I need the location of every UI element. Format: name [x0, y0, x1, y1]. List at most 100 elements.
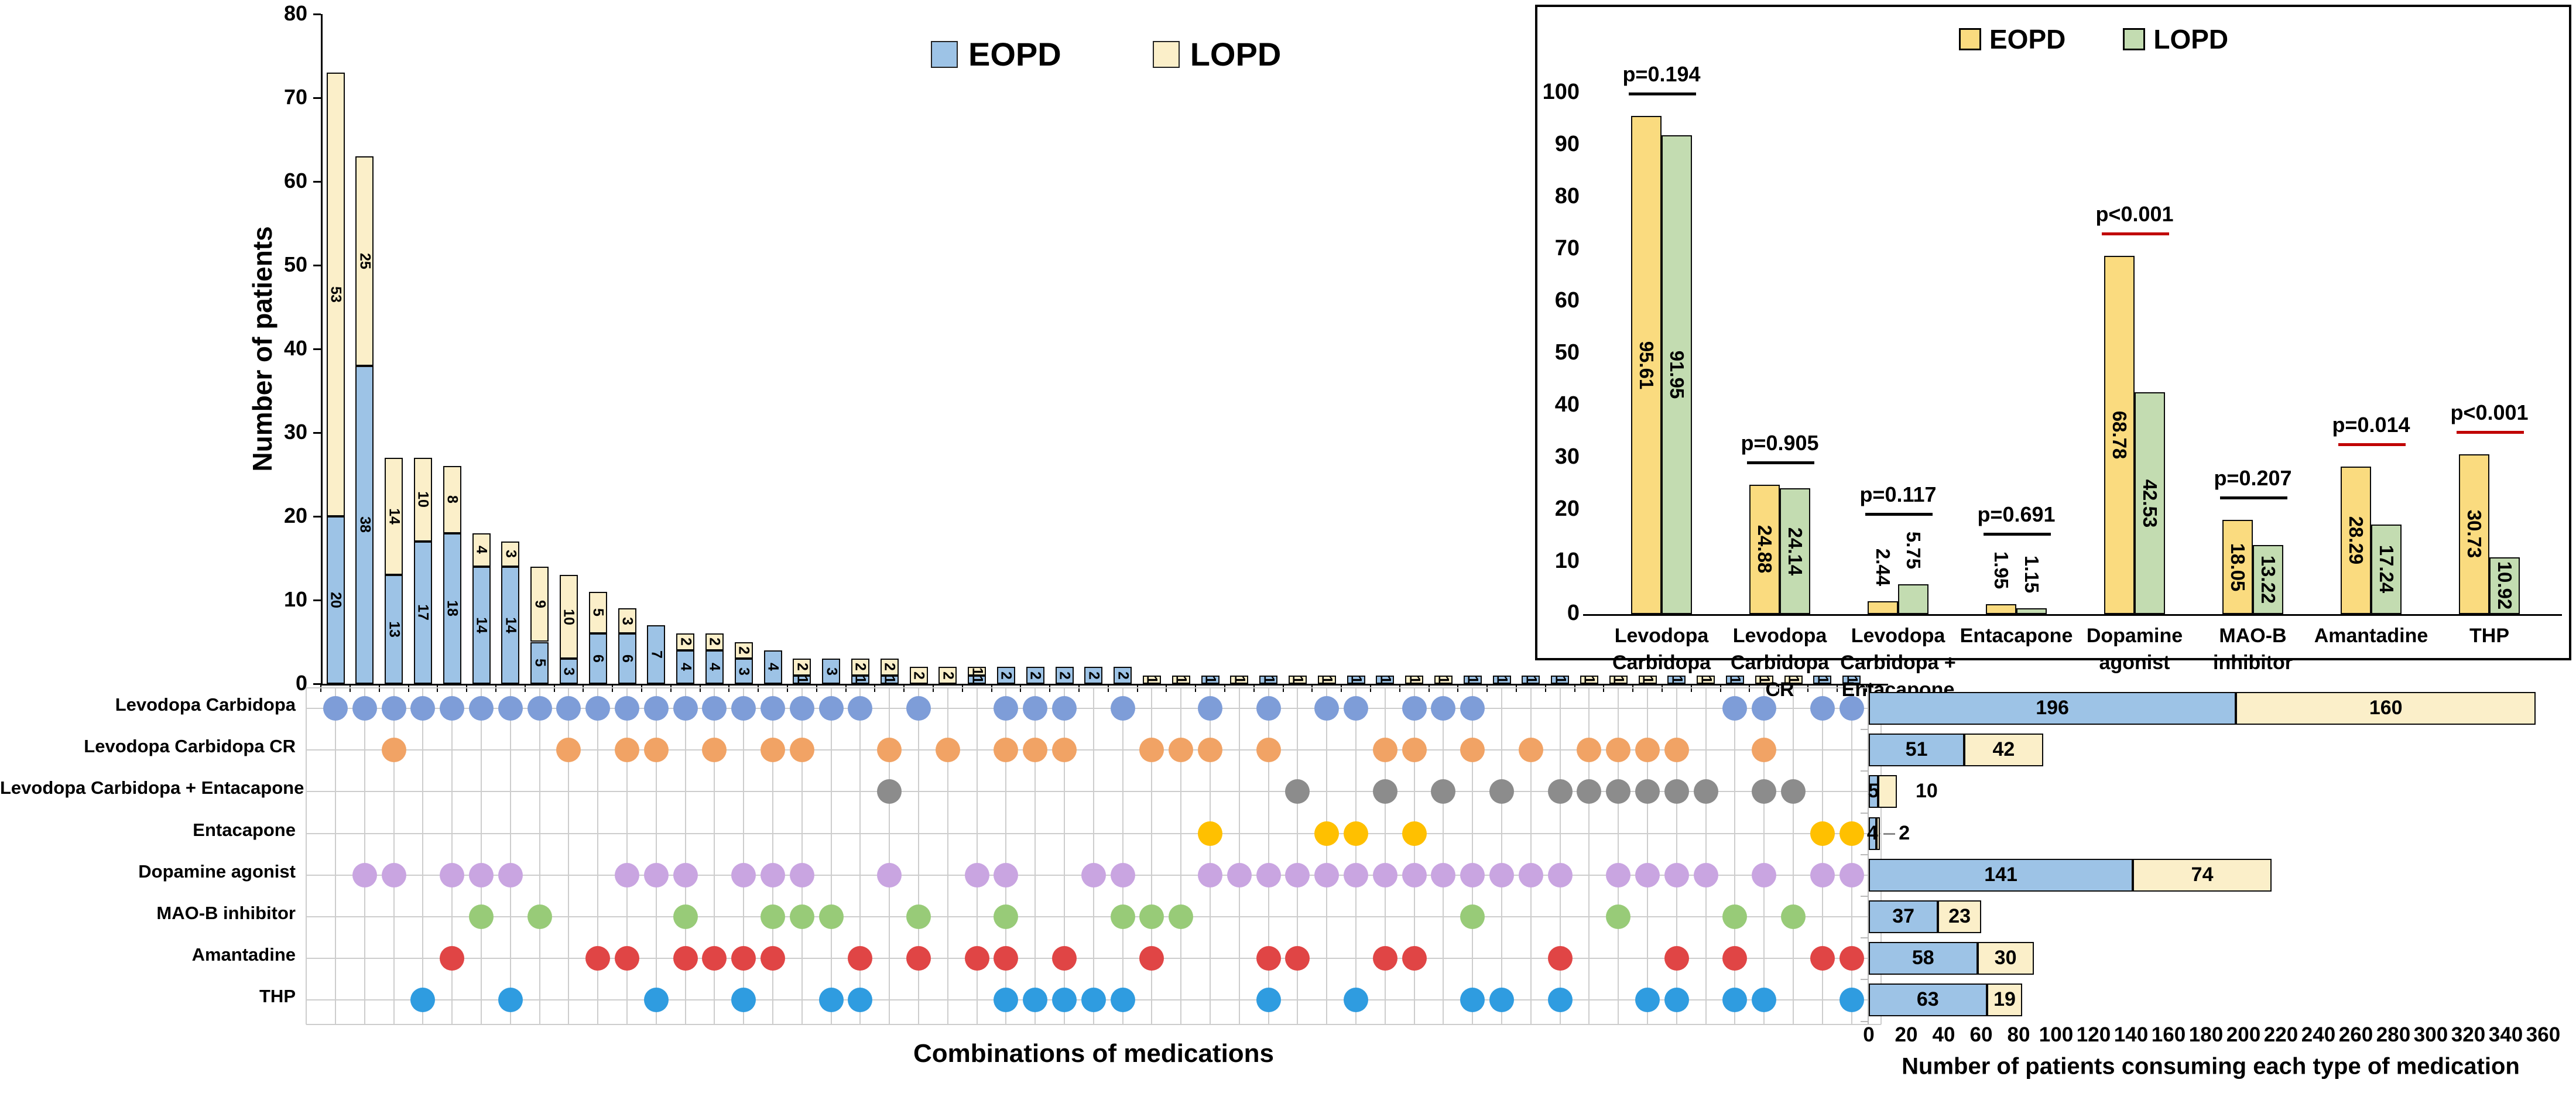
matrix-dot — [410, 696, 436, 721]
bar-segment-eopd: 1 — [1259, 675, 1278, 684]
bar-value-lopd: 25 — [357, 157, 373, 365]
bar-value-lopd: 1 — [969, 667, 985, 676]
bar-value-lopd: 2 — [677, 635, 694, 649]
matrix-dot — [964, 862, 989, 887]
matrix-grid-vline — [1851, 688, 1852, 1025]
bar-value-eopd: 5 — [532, 643, 548, 683]
bar-value-lopd-text: 1 — [1406, 675, 1423, 684]
main-y-tick-label: 60 — [283, 169, 307, 193]
inset-value-text: 24.88 — [1754, 525, 1776, 574]
matrix-grid-vline — [743, 688, 745, 1025]
inset-p-line — [1629, 92, 1696, 96]
main-y-tick-label: 50 — [283, 252, 307, 276]
inset-y-tick-label: 90 — [1554, 132, 1580, 156]
bar-segment-lopd: 1 — [1288, 675, 1307, 684]
bar-value-eopd: 1 — [1669, 676, 1685, 684]
bar-value-lopd: 10 — [415, 459, 431, 540]
matrix-dot — [673, 696, 698, 721]
matrix-dot — [1110, 904, 1135, 929]
inset-bar-lopd — [2253, 545, 2283, 614]
inset-p-label: p<0.001 — [2095, 201, 2174, 226]
matrix-dot — [469, 696, 494, 721]
bar-segment-lopd: 1 — [1405, 675, 1424, 684]
matrix-dot — [1110, 988, 1135, 1013]
matrix-dot — [1518, 738, 1543, 763]
bar-value-eopd: 14 — [474, 568, 490, 683]
matrix-dot — [1460, 738, 1485, 763]
matrix-grid-hline — [306, 832, 1881, 834]
legend-swatch-eopd — [931, 40, 958, 68]
matrix-dot — [1635, 738, 1660, 763]
inset-value: 10.92 — [2489, 557, 2520, 614]
inset-value-label: 91.95 — [1662, 135, 1692, 614]
bar-segment-eopd: 7 — [647, 625, 666, 684]
bar-value-lopd-text: 2 — [735, 646, 752, 654]
matrix-dot — [761, 904, 785, 929]
matrix-dot — [440, 696, 465, 721]
bar-segment-eopd: 3 — [734, 659, 753, 684]
matrix-dot — [1372, 946, 1397, 971]
inset-legend: EOPD LOPD — [1959, 23, 2228, 55]
matrix-dot — [615, 738, 639, 763]
matrix-dot — [761, 862, 785, 887]
matrix-grid-vline — [364, 688, 365, 1025]
matrix-dot — [848, 696, 873, 721]
matrix-dot — [818, 904, 844, 929]
bar-segment-eopd: 4 — [676, 650, 695, 684]
matrix-dot — [643, 862, 669, 887]
matrix-dot — [469, 862, 494, 887]
bar-value-eopd: 6 — [590, 635, 607, 683]
legend-swatch-lopd — [1152, 40, 1180, 68]
inset-value-text: 24.14 — [1784, 527, 1806, 575]
matrix-dot — [1169, 738, 1194, 763]
matrix-grid-hline — [306, 791, 1881, 793]
main-y-tick — [313, 264, 321, 266]
bar-segment-lopd: 1 — [1638, 675, 1657, 684]
matrix-grid-vline — [335, 688, 336, 1025]
bar-value-lopd: 1 — [1611, 676, 1627, 684]
hbar-value-eopd: 63 — [1916, 988, 1939, 1011]
hbar-segment-eopd — [1869, 942, 1978, 975]
hbar-segment-lopd — [1986, 984, 2023, 1017]
matrix-grid-vline — [451, 688, 453, 1025]
bar-value-lopd-text: 2 — [706, 638, 723, 646]
matrix-dot — [1372, 738, 1397, 763]
inset-y-tick-label: 60 — [1554, 288, 1580, 313]
matrix-dot — [1372, 862, 1397, 887]
bar-segment-eopd: 1 — [793, 675, 811, 684]
bar-value-eopd: 2 — [1085, 668, 1102, 683]
matrix-grid-vline — [1443, 688, 1444, 1025]
bar-segment-eopd: 2 — [996, 667, 1015, 684]
matrix-dot — [1110, 696, 1135, 721]
inset-category-label: Levodopa — [1851, 625, 1945, 647]
bar-segment-lopd: 2 — [734, 642, 753, 659]
hbar-axis-stub — [1861, 854, 1868, 855]
inset-value-text: 95.61 — [1636, 341, 1657, 389]
matrix-dot — [1781, 779, 1806, 804]
bar-value-lopd-text: 1 — [1143, 675, 1160, 684]
matrix-grid-vline — [539, 688, 540, 1025]
bar-segment-eopd: 3 — [822, 659, 841, 684]
matrix-grid-vline — [684, 688, 686, 1025]
hbar-value-eopd: 51 — [1905, 738, 1928, 761]
matrix-grid-border-h — [306, 1024, 1881, 1026]
matrix-dot — [1810, 862, 1835, 887]
matrix-grid-vline — [597, 688, 599, 1025]
bar-value-lopd: 2 — [706, 635, 723, 649]
matrix-dot — [1372, 779, 1397, 804]
inset-value-label: 24.88 — [1749, 485, 1780, 614]
bar-value-eopd: 1 — [882, 676, 898, 684]
inset-value: 1.15 — [2016, 539, 2047, 609]
bar-value-lopd-text: 1 — [1289, 675, 1306, 684]
matrix-grid-vline — [655, 688, 657, 1025]
bar-value-lopd-text: 2 — [852, 663, 869, 671]
bar-value-eopd-text: 1 — [1202, 675, 1219, 684]
inset-p-line — [2457, 430, 2524, 434]
bar-value-lopd: 2 — [736, 643, 752, 658]
bar-segment-eopd: 38 — [355, 365, 374, 684]
bar-value-lopd: 1 — [1640, 676, 1656, 684]
bar-value-eopd: 1 — [1523, 676, 1539, 684]
hbar-x-tick-label: 240 — [2301, 1023, 2336, 1046]
bar-value-lopd: 53 — [328, 74, 344, 515]
bar-value-lopd-text: 1 — [1581, 675, 1598, 684]
